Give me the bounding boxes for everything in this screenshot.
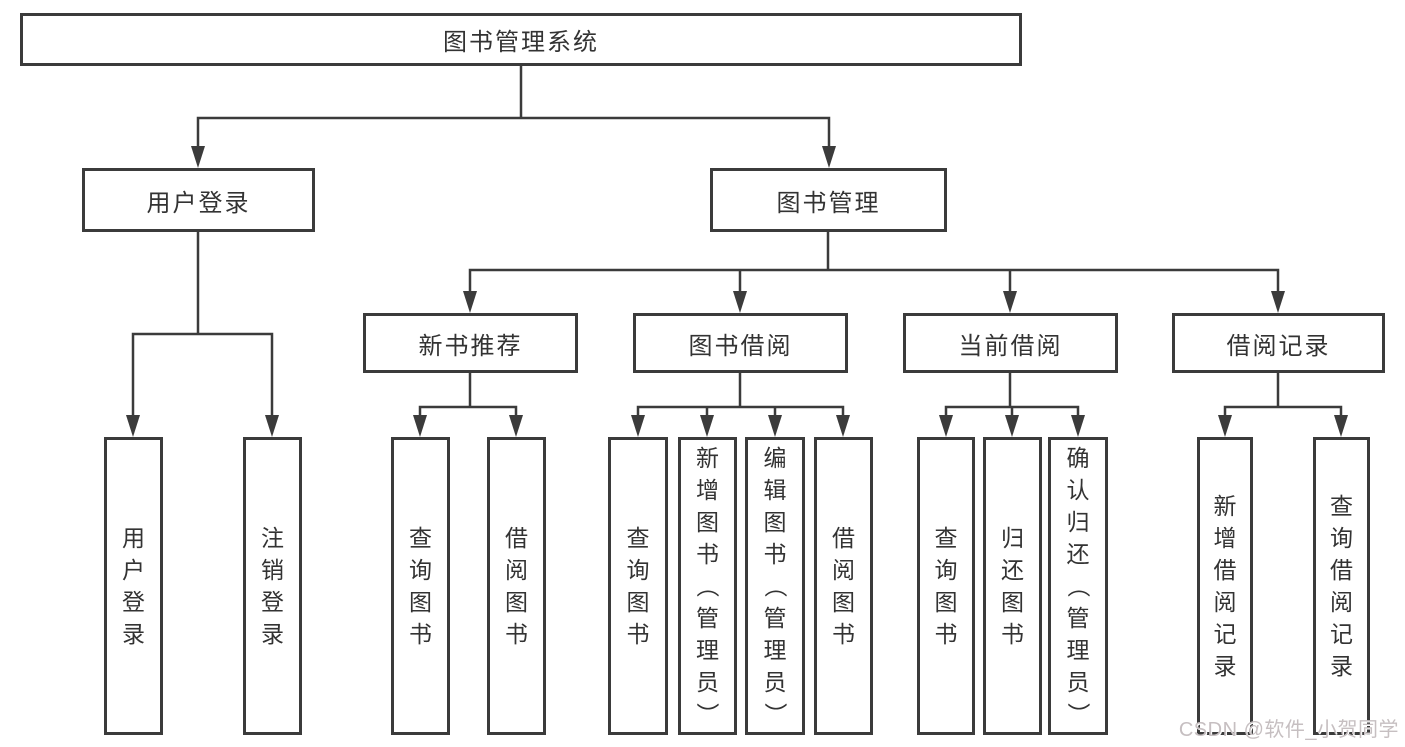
- node-label: 注销登录: [261, 525, 284, 647]
- leaf-borrow-books-2: 借阅图书: [814, 437, 873, 735]
- node-label: 确认归还（管理员）: [1065, 445, 1091, 726]
- node-label: 当前借阅: [958, 332, 1063, 360]
- node-label: 借阅图书: [505, 525, 528, 647]
- arrow-icon: [265, 415, 279, 437]
- node-label: 查询图书: [934, 525, 958, 647]
- node-label: 查询借阅记录: [1330, 493, 1353, 679]
- node-new-book-recommend: 新书推荐: [363, 313, 578, 373]
- arrow-icon: [822, 146, 836, 168]
- node-borrowing-records: 借阅记录: [1172, 313, 1385, 373]
- node-book-management: 图书管理: [710, 168, 947, 232]
- node-user-login-branch: 用户登录: [82, 168, 315, 232]
- arrow-icon: [413, 415, 427, 437]
- node-current-borrowing: 当前借阅: [903, 313, 1118, 373]
- node-label: 图书借阅: [688, 332, 793, 360]
- leaf-add-borrow-record: 新增借阅记录: [1197, 437, 1253, 735]
- node-label: 借阅记录: [1226, 332, 1331, 360]
- arrow-icon: [1003, 291, 1017, 313]
- node-label: 用户登录: [146, 189, 251, 217]
- arrow-icon: [1334, 415, 1348, 437]
- arrow-icon: [191, 146, 205, 168]
- node-system-root: 图书管理系统: [20, 13, 1022, 66]
- leaf-borrow-books-1: 借阅图书: [487, 437, 546, 735]
- leaf-user-login: 用户登录: [104, 437, 163, 735]
- node-label: 用户登录: [122, 525, 145, 647]
- node-label: 新书推荐: [418, 332, 523, 360]
- arrow-icon: [1271, 291, 1285, 313]
- node-label: 新增借阅记录: [1213, 493, 1237, 679]
- leaf-confirm-return-admin: 确认归还（管理员）: [1048, 437, 1108, 735]
- node-book-borrowing: 图书借阅: [633, 313, 848, 373]
- arrow-icon: [733, 291, 747, 313]
- arrow-icon: [126, 415, 140, 437]
- node-label: 图书管理: [776, 189, 881, 217]
- arrow-icon: [1071, 415, 1085, 437]
- arrow-icon: [700, 415, 714, 437]
- node-label: 新增图书（管理员）: [694, 445, 721, 726]
- leaf-query-books-2: 查询图书: [608, 437, 668, 735]
- arrow-icon: [1218, 415, 1232, 437]
- arrow-icon: [631, 415, 645, 437]
- csdn-watermark: CSDN @软件_小贺同学: [1178, 719, 1399, 741]
- node-label: 借阅图书: [832, 525, 855, 647]
- leaf-query-books-1: 查询图书: [391, 437, 450, 735]
- arrow-icon: [463, 291, 477, 313]
- leaf-query-books-3: 查询图书: [917, 437, 975, 735]
- arrow-icon: [939, 415, 953, 437]
- arrow-icon: [768, 415, 782, 437]
- node-label: 图书管理系统: [443, 29, 599, 56]
- leaf-edit-book-admin: 编辑图书（管理员）: [745, 437, 805, 735]
- node-label: 查询图书: [626, 525, 650, 647]
- leaf-return-books: 归还图书: [983, 437, 1042, 735]
- node-label: 编辑图书（管理员）: [762, 445, 788, 726]
- leaf-add-book-admin: 新增图书（管理员）: [678, 437, 737, 735]
- node-label: 归还图书: [1001, 525, 1024, 647]
- arrow-icon: [509, 415, 523, 437]
- leaf-logout: 注销登录: [243, 437, 302, 735]
- arrow-icon: [836, 415, 850, 437]
- leaf-query-borrow-record: 查询借阅记录: [1313, 437, 1370, 735]
- arrow-icon: [1005, 415, 1019, 437]
- node-label: 查询图书: [409, 525, 432, 647]
